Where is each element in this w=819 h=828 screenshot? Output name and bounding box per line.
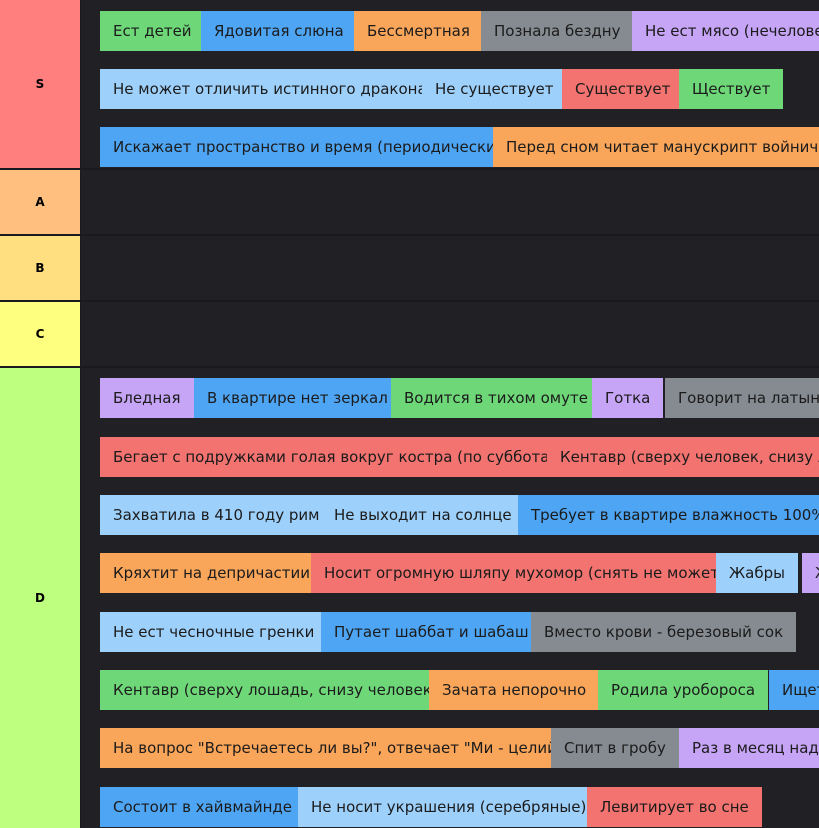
tier-row-a: A [0,170,819,234]
tier-item[interactable]: Жабры [716,553,798,593]
tier-row-b: B [0,236,819,300]
tier-item[interactable]: Путает шаббат и шабаш [321,612,542,652]
tier-item[interactable]: Кряхтит на депричастии [100,553,324,593]
tier-item[interactable]: Состоит в хайвмайнде [100,787,305,827]
tier-items-a[interactable] [81,170,819,234]
tier-row-s: S Ест детей Ядовитая слюна Бессмертная П… [0,0,819,168]
tier-item[interactable]: Бессмертная [354,11,483,51]
tier-label-a[interactable]: A [0,170,80,234]
tier-item[interactable]: Спит в гробу [551,728,679,768]
tier-item[interactable]: Не носит украшения (серебряные) [298,787,600,827]
tier-item[interactable]: Носит огромную шляпу мухомор (снять не м… [311,553,738,593]
tier-label-d[interactable]: D [0,368,80,828]
tier-item[interactable]: Говорит на латыни [665,378,819,418]
tier-label-b[interactable]: B [0,236,80,300]
tier-items-s[interactable]: Ест детей Ядовитая слюна Бессмертная Поз… [81,0,819,168]
tier-item[interactable]: Ществует [679,69,784,109]
tier-item[interactable]: Не ест мясо (нечеловеч [632,11,819,51]
tier-item[interactable]: Водится в тихом омуте [391,378,601,418]
tier-item[interactable]: Бледная [100,378,194,418]
tier-item[interactable]: Перед сном читает манускрипт войнича [493,127,819,167]
tier-row-c: C [0,302,819,366]
tier-item[interactable]: Кентавр (сверху лошадь, снизу человек) [100,670,451,710]
tier-item[interactable]: Ж [802,553,819,593]
tier-item[interactable]: В квартире нет зеркал [194,378,401,418]
tier-item[interactable]: Не может отличить истинного дракона [100,69,440,109]
tier-item[interactable]: Не ест чесночные гренки [100,612,328,652]
tier-item[interactable]: Зачата непорочно [429,670,600,710]
tier-item[interactable]: Раз в месяц наде [679,728,819,768]
tier-item[interactable]: Искажает пространство и время (периодиче… [100,127,515,167]
tier-item[interactable]: Готка [592,378,664,418]
tier-item[interactable]: Вместо крови - березовый сок [531,612,797,652]
tier-item[interactable]: Ядовитая слюна [201,11,357,51]
tier-item[interactable]: Не выходит на солнце [321,495,525,535]
tier-item[interactable]: Кентавр (сверху человек, снизу лош [547,437,819,477]
tier-items-b[interactable] [81,236,819,300]
tier-item[interactable]: Ищет [769,670,819,710]
tier-item[interactable]: Родила уробороса [598,670,769,710]
tier-item[interactable]: Существует [562,69,684,109]
tier-items-c[interactable] [81,302,819,366]
tier-label-c[interactable]: C [0,302,80,366]
tier-item[interactable]: Не существует [422,69,567,109]
tier-item[interactable]: Познала бездну [481,11,634,51]
tier-item[interactable]: Захватила в 410 году рим [100,495,333,535]
tier-item[interactable]: Требует в квартире влажность 100% [518,495,819,535]
tier-label-s[interactable]: S [0,0,80,168]
tier-item[interactable]: Левитирует во сне [587,787,762,827]
tier-item[interactable]: Ест детей [100,11,205,51]
tier-item[interactable]: Бегает с подружками голая вокруг костра … [100,437,580,477]
tier-item[interactable]: На вопрос "Встречаетесь ли вы?", отвечае… [100,728,577,768]
tier-items-d[interactable]: Бледная В квартире нет зеркал Водится в … [81,368,819,828]
tier-row-d: D Бледная В квартире нет зеркал Водится … [0,368,819,828]
